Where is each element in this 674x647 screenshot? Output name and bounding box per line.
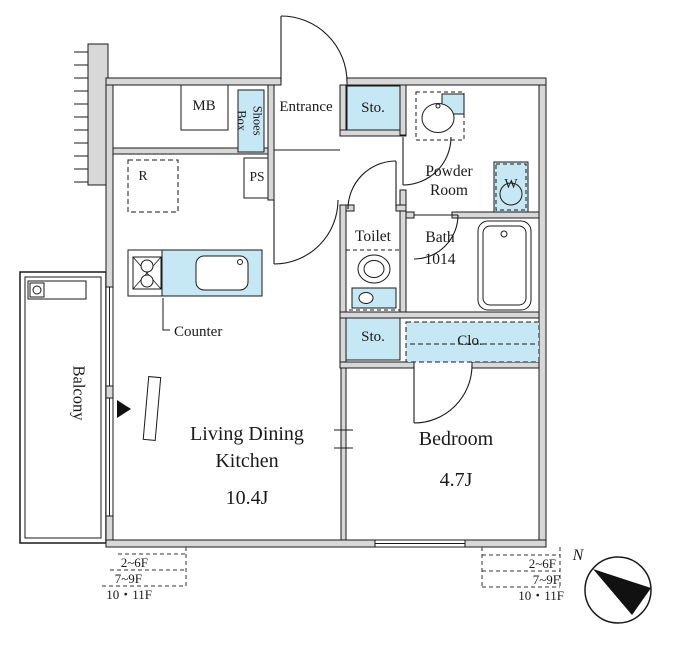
- stove-icon: [132, 256, 162, 290]
- floor-level-left-3: 10・11F: [106, 587, 152, 602]
- closet-icon: [405, 321, 540, 363]
- bedroom-label: Bedroom: [418, 428, 494, 450]
- service-boxes: [180, 84, 340, 199]
- ldk-size-label: 10.4J: [225, 487, 269, 509]
- storage-top-icon: [346, 85, 401, 131]
- refrigerator-label: R: [138, 168, 148, 183]
- mb-label: MB: [192, 98, 216, 114]
- toilet-icon: [345, 249, 401, 311]
- toilet-label: Toilet: [355, 228, 391, 245]
- door-swings: [273, 15, 473, 424]
- storage-mid-label: Sto.: [361, 329, 385, 345]
- balcony-label: Balcony: [69, 365, 88, 421]
- vanity-sink-icon: [415, 91, 465, 141]
- bedroom-size-label: 4.7J: [439, 469, 473, 491]
- entrance-label: Entrance: [279, 99, 333, 115]
- bath-size-label: 1014: [424, 251, 456, 268]
- counter-leader-line: [162, 298, 170, 331]
- direction-triangle-icon: [117, 400, 131, 418]
- washer-icon: [493, 161, 529, 213]
- bathtub-icon: [477, 220, 532, 311]
- bath-door: [413, 214, 459, 260]
- floor-level-steps: [102, 547, 561, 588]
- floor-level-left-2: 7~9F: [114, 571, 142, 586]
- floor-level-left-1: 2~6F: [120, 555, 148, 570]
- floor-level-right-2: 7~9F: [532, 572, 560, 587]
- ps-label: PS: [249, 169, 265, 184]
- storage-mid-icon: [345, 317, 401, 361]
- ldk-label-line2: Kitchen: [215, 450, 279, 472]
- north-label: N: [572, 547, 584, 564]
- pipe-space-icon: [243, 157, 269, 199]
- entrance-door: [280, 15, 348, 83]
- compass-icon: [584, 556, 652, 624]
- ldk-door: [273, 199, 339, 265]
- storage-top-label: Sto.: [361, 100, 385, 116]
- windows: [105, 286, 466, 548]
- kitchen-icons: [127, 159, 263, 331]
- shoes-box-icon: [237, 89, 265, 153]
- misc-markers: [117, 376, 353, 449]
- washer-label: W: [504, 177, 518, 192]
- refrigerator-space-icon: [127, 159, 179, 213]
- floor-level-right-1: 2~6F: [528, 556, 556, 571]
- counter-label: Counter: [174, 324, 223, 340]
- closet-label: Clo.: [457, 333, 483, 349]
- powder-room-label: Powder Room: [425, 163, 473, 200]
- corridor-hatch: [74, 43, 109, 186]
- toilet-door: [347, 160, 397, 210]
- floor-level-right-3: 10・11F: [518, 588, 564, 603]
- meter-box-icon: [180, 84, 229, 131]
- powder-room-door: [402, 136, 452, 186]
- kitchen-sink-icon: [195, 255, 249, 291]
- bedroom-door: [413, 364, 473, 424]
- bath-label: Bath: [425, 229, 455, 246]
- ldk-label-line1: Living Dining: [190, 423, 304, 445]
- sliding-panel-icon: [142, 376, 162, 441]
